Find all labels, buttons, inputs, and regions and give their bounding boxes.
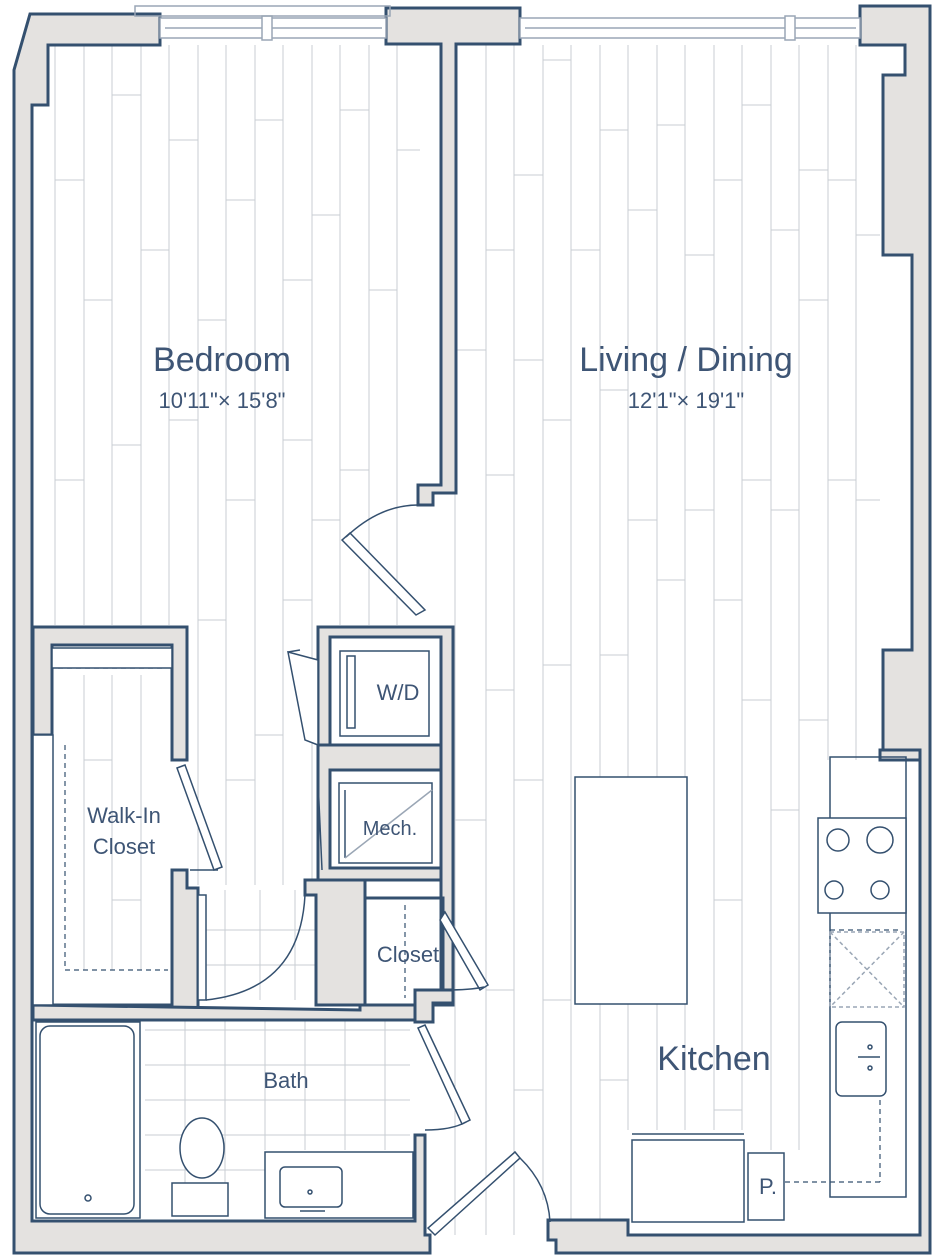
toilet-bowl: [179, 1117, 225, 1179]
closet-shelf-lines: [58, 667, 900, 1183]
living-dining-label: Living / Dining: [579, 341, 793, 379]
walk-in-closet-label-line2: Closet: [93, 834, 155, 859]
kitchen-island: [574, 776, 688, 1005]
pantry: [747, 1152, 785, 1221]
kitchen-sink: [835, 1021, 887, 1097]
bath-fixtures: [35, 1021, 414, 1219]
dishwasher: [829, 931, 905, 1008]
kitchen-fixtures: [574, 756, 907, 1223]
closet-label: Closet: [377, 942, 439, 967]
washer-dryer: [338, 650, 433, 864]
refrigerator: [631, 1139, 745, 1223]
doors: [176, 504, 551, 1237]
bath-sink: [279, 1166, 343, 1208]
kitchen-label: Kitchen: [657, 1040, 770, 1078]
bath-label: Bath: [263, 1068, 308, 1093]
windows: [134, 5, 861, 41]
bedroom-label: Bedroom: [153, 341, 291, 379]
living-dining-dimensions: 12'1"× 19'1": [628, 388, 744, 413]
bedroom-dimensions: 10'11"× 15'8": [159, 388, 286, 413]
wd-label: W/D: [377, 680, 420, 705]
walls: [12, 4, 932, 1255]
mech-label: Mech.: [363, 818, 417, 840]
walk-in-closet-label-line1: Walk-In: [87, 803, 161, 828]
pantry-label: P.: [759, 1174, 777, 1199]
walk-in-closet-frame: [32, 647, 173, 1006]
toilet-tank: [171, 1182, 229, 1217]
